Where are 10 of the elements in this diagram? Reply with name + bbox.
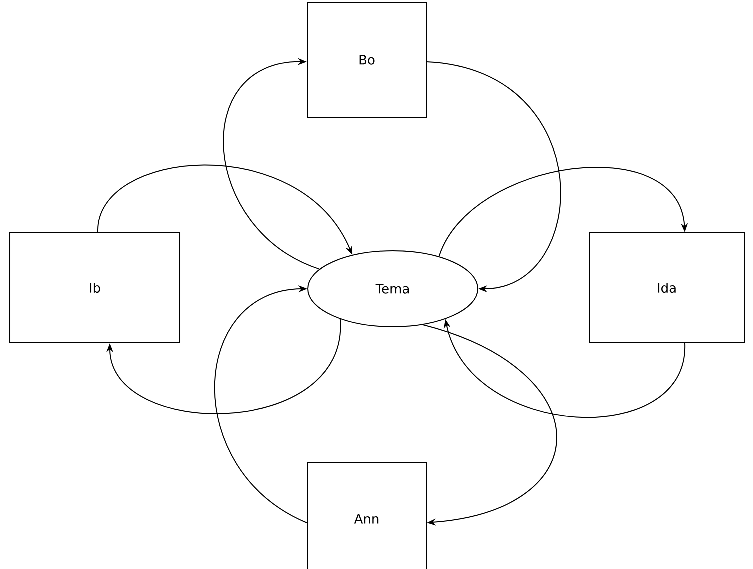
curved-arrow: [223, 58, 320, 270]
curved-arrow: [426, 62, 561, 293]
curved-arrow: [422, 324, 558, 526]
person-box: Bo: [307, 2, 427, 118]
person-box: Ib: [10, 232, 180, 344]
curved-arrow: [106, 318, 341, 414]
curved-arrow: [214, 286, 308, 524]
person-box: Ida: [589, 232, 745, 344]
person-box: Ann: [307, 462, 427, 569]
curved-arrow: [438, 166, 688, 258]
